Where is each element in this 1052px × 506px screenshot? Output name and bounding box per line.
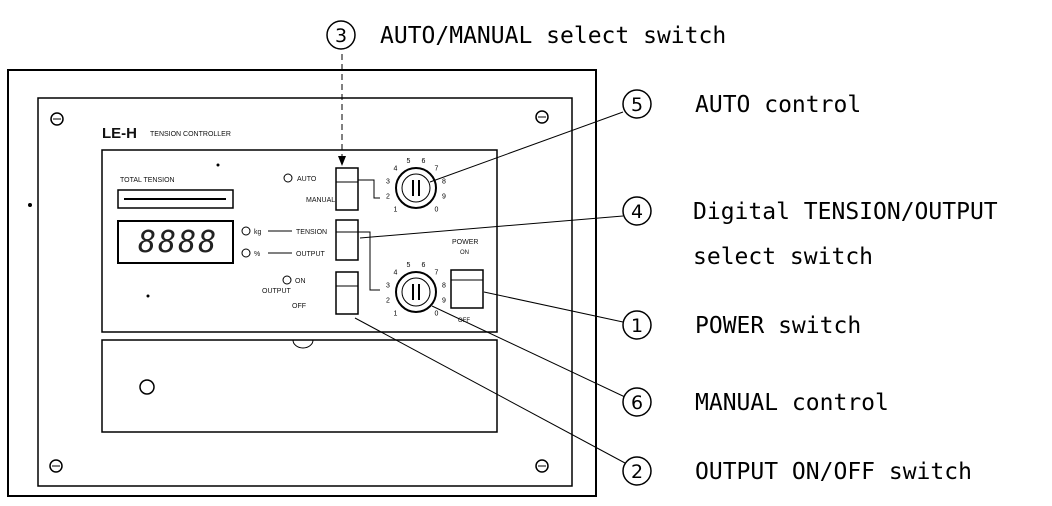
- display-value: 8888: [138, 225, 218, 260]
- callout-4: 4 Digital TENSION/OUTPUT select switch: [622, 196, 998, 270]
- dial-scale-number: 3: [386, 283, 390, 290]
- svg-text:AUTO/MANUAL select switch: AUTO/MANUAL select switch: [380, 23, 726, 49]
- svg-text:2: 2: [631, 461, 643, 483]
- svg-text:1: 1: [631, 315, 643, 337]
- pct-label: %: [254, 251, 260, 258]
- callout-6: 6 MANUAL control: [622, 387, 889, 417]
- screw-icon: [535, 110, 549, 124]
- auto-led: [283, 173, 293, 183]
- dial-scale-number: 3: [386, 179, 390, 186]
- outer-housing: [7, 69, 597, 497]
- dial-scale-number: 5: [407, 262, 411, 269]
- output-onoff-switch[interactable]: [335, 271, 359, 315]
- digital-display: [117, 220, 234, 264]
- kg-label: kg: [254, 229, 262, 236]
- svg-text:select switch: select switch: [693, 244, 873, 270]
- callout-1: 1 POWER switch: [622, 310, 861, 340]
- off-label: OFF: [292, 303, 306, 310]
- auto-label: AUTO: [297, 176, 317, 183]
- dial-scale-number: 0: [435, 311, 439, 318]
- total-tension-label: TOTAL TENSION: [120, 177, 175, 184]
- screw-icon: [50, 112, 64, 126]
- power-switch[interactable]: [450, 269, 484, 309]
- callout-5: 5 AUTO control: [622, 89, 861, 119]
- svg-text:Digital TENSION/OUTPUT: Digital TENSION/OUTPUT: [693, 199, 998, 225]
- manual-control-dial[interactable]: [395, 271, 437, 313]
- dial-scale-number: 9: [442, 298, 446, 305]
- dial-scale-number: 6: [422, 262, 426, 269]
- svg-text:OUTPUT ON/OFF switch: OUTPUT ON/OFF switch: [695, 459, 972, 485]
- dial-scale-number: 9: [442, 194, 446, 201]
- dial-scale-number: 2: [386, 298, 390, 305]
- dial-scale-number: 1: [394, 207, 398, 214]
- model-title: TENSION CONTROLLER: [150, 131, 231, 138]
- power-label: POWER: [452, 239, 478, 246]
- pct-led: [241, 248, 251, 258]
- power-on-label: ON: [460, 250, 469, 256]
- output2-label: OUTPUT: [262, 288, 292, 295]
- callout-3: 3 AUTO/MANUAL select switch: [326, 20, 726, 50]
- dial-scale-number: 7: [435, 270, 439, 277]
- dial-scale-number: 5: [407, 158, 411, 165]
- dial-scale-number: 1: [394, 311, 398, 318]
- knob-hole: [139, 379, 155, 395]
- svg-text:MANUAL control: MANUAL control: [695, 390, 889, 416]
- svg-text:3: 3: [335, 25, 347, 47]
- inner-housing: [37, 97, 573, 487]
- tension-label: TENSION: [296, 229, 327, 236]
- output-label: OUTPUT: [296, 251, 326, 258]
- callout-2: 2 OUTPUT ON/OFF switch: [622, 456, 972, 486]
- lower-panel: [101, 339, 498, 433]
- screw-icon: [535, 459, 549, 473]
- manual-label: MANUAL: [306, 197, 335, 204]
- dial-scale-number: 2: [386, 194, 390, 201]
- dial-scale-number: 6: [422, 158, 426, 165]
- on-label: ON: [295, 278, 306, 285]
- dial-scale-number: 7: [435, 166, 439, 173]
- auto-control-dial[interactable]: [395, 167, 437, 209]
- svg-text:POWER switch: POWER switch: [695, 313, 861, 339]
- dial-scale-number: 0: [435, 207, 439, 214]
- panel-latch: [292, 339, 314, 349]
- auto-manual-switch[interactable]: [335, 167, 359, 211]
- kg-led: [241, 226, 251, 236]
- on-led: [282, 275, 292, 285]
- svg-text:4: 4: [631, 201, 643, 223]
- upper-panel: [101, 149, 498, 333]
- dial-scale-number: 8: [442, 179, 446, 186]
- svg-text:5: 5: [631, 94, 643, 116]
- svg-text:AUTO control: AUTO control: [695, 92, 861, 118]
- screw-icon: [49, 459, 63, 473]
- dial-scale-number: 4: [394, 270, 398, 277]
- dial-scale-number: 4: [394, 166, 398, 173]
- svg-text:6: 6: [631, 392, 643, 414]
- brand-logo: LE-H: [102, 125, 137, 142]
- total-tension-bar: [117, 189, 234, 209]
- dial-scale-number: 8: [442, 283, 446, 290]
- tension-output-switch[interactable]: [335, 219, 359, 261]
